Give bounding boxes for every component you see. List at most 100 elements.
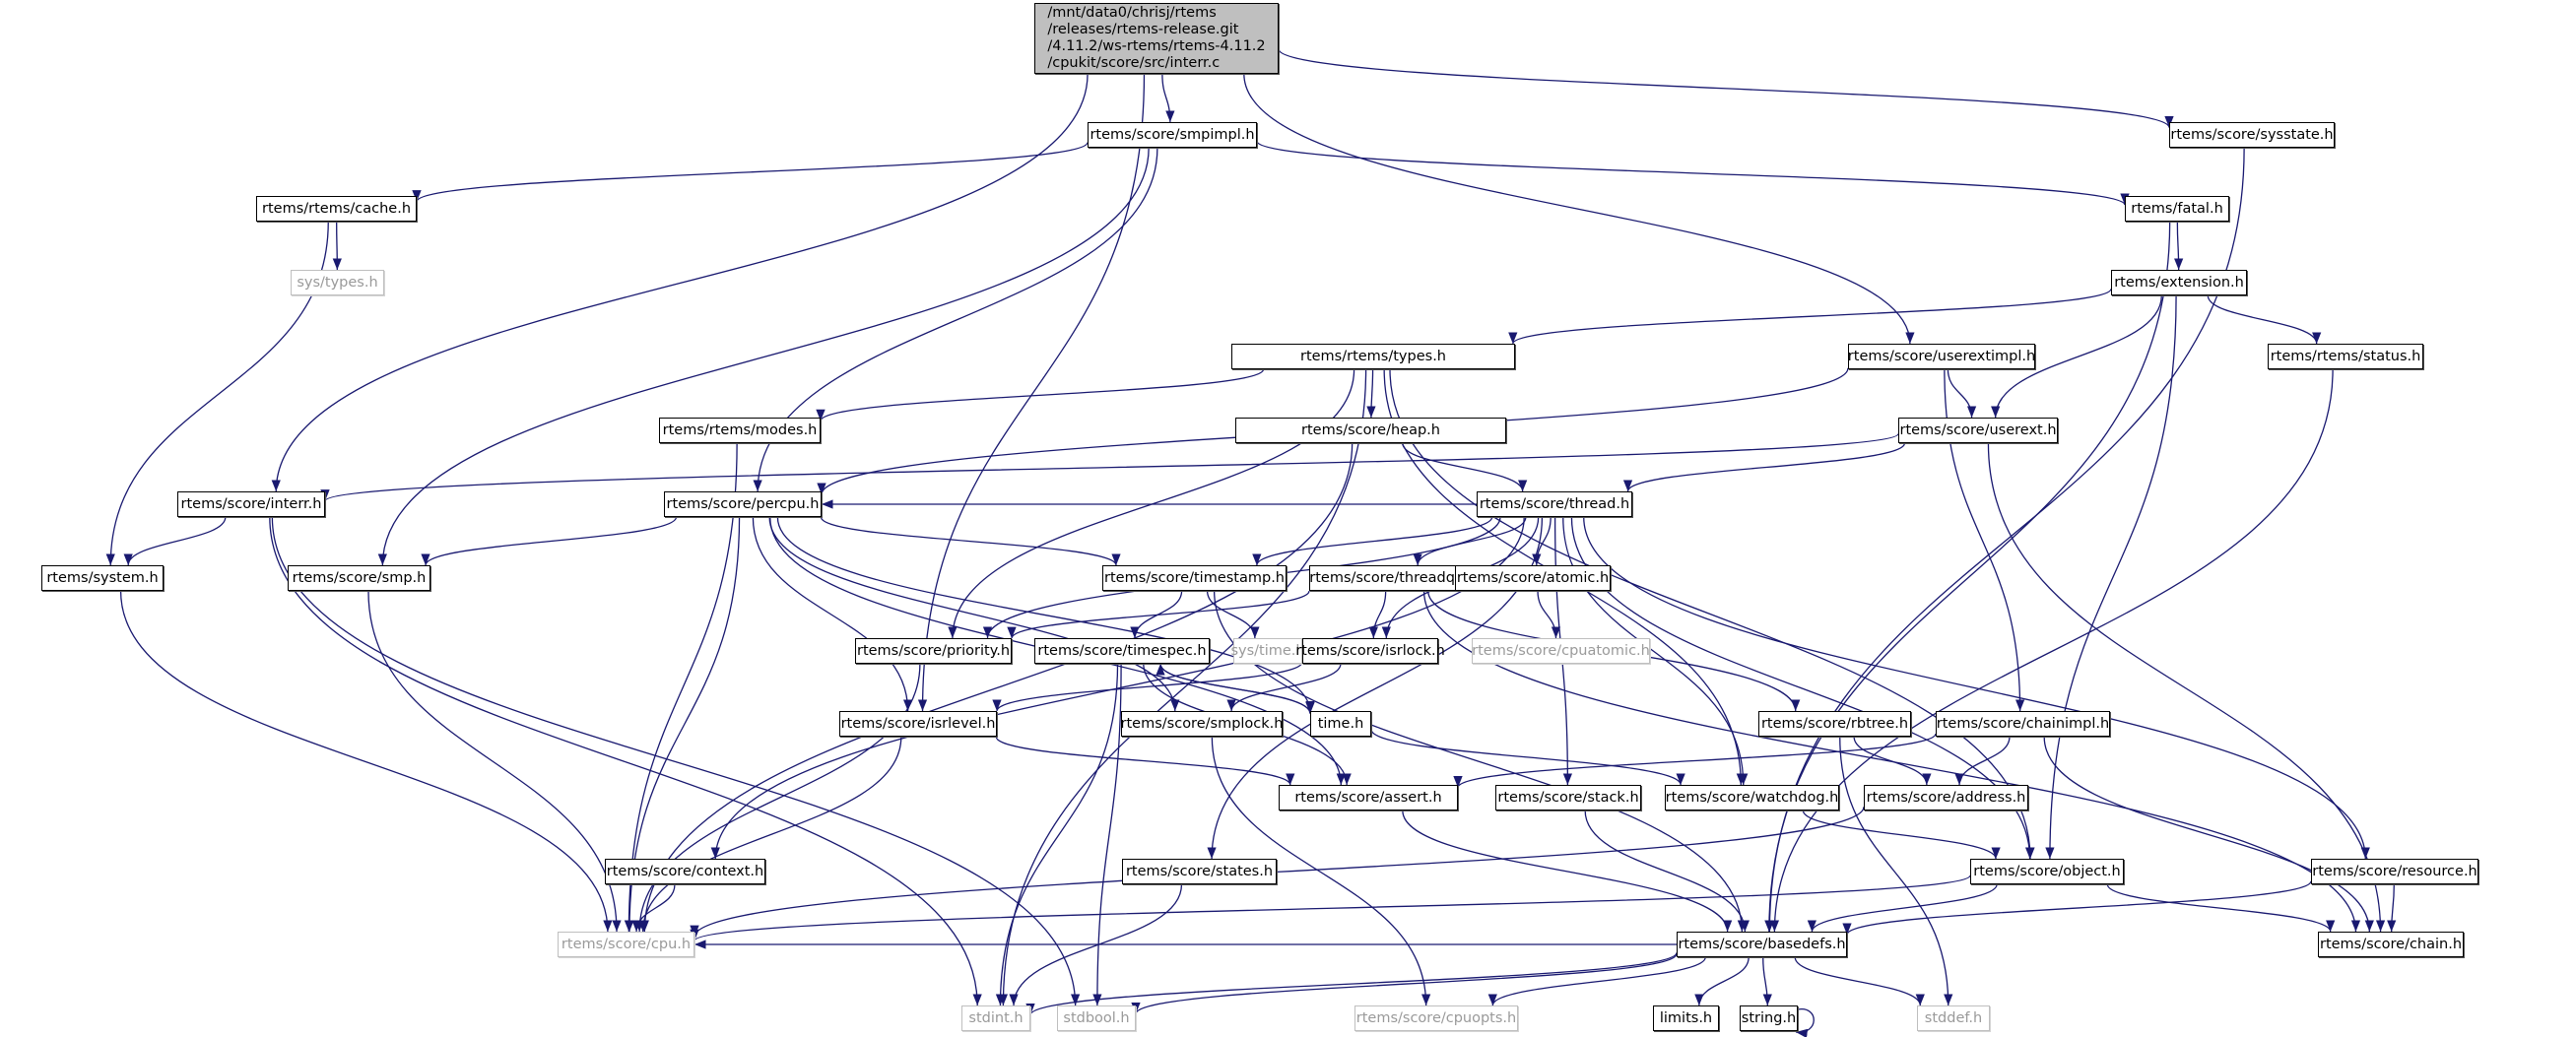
node-rbtree[interactable]: rtems/score/rbtree.h [1758, 711, 1911, 737]
node-cpu: rtems/score/cpu.h [558, 932, 694, 957]
node-smplock[interactable]: rtems/score/smplock.h [1121, 711, 1283, 737]
node-states[interactable]: rtems/score/states.h [1122, 859, 1277, 884]
edge-smp-to-cpu [367, 590, 622, 933]
node-cache[interactable]: rtems/rtems/cache.h [256, 196, 417, 222]
edge-status-to-basedefs [1769, 368, 2334, 933]
node-label: rtems/score/chainimpl.h [1936, 716, 2110, 732]
node-label: rtems/score/sysstate.h [2170, 127, 2334, 143]
edge-assert-to-basedefs [1402, 810, 1733, 933]
node-root[interactable]: /mnt/data0/chrisj/rtems /releases/rtems-… [1034, 3, 1279, 74]
node-status[interactable]: rtems/rtems/status.h [2268, 344, 2423, 369]
node-label: rtems/score/smplock.h [1120, 716, 1284, 732]
edge-percpu-to-smp [421, 516, 678, 566]
edge-interr-to-stdbool [271, 516, 1081, 1006]
node-assert[interactable]: rtems/score/assert.h [1279, 785, 1458, 810]
edge-chainimpl-to-address [1954, 736, 2011, 786]
node-isrlock[interactable]: rtems/score/isrlock.h [1295, 638, 1445, 664]
edge-interr-to-system [123, 516, 227, 566]
node-context[interactable]: rtems/score/context.h [605, 859, 765, 884]
node-string[interactable]: string.h [1740, 1005, 1798, 1031]
node-label: rtems/rtems/types.h [1299, 349, 1446, 364]
edge-timeh-to-timespec [1156, 663, 1311, 714]
edge-extension-to-userext [1991, 294, 2162, 419]
edge-root-to-interr [271, 73, 1089, 492]
node-limits[interactable]: limits.h [1653, 1005, 1719, 1031]
edge-basedefs-to-stdint [1025, 951, 1678, 1016]
edge-userext-to-thread [1622, 442, 1906, 492]
edge-resource-to-basedefs [1842, 880, 2312, 936]
node-label: rtems/score/states.h [1125, 864, 1274, 879]
node-label: stdbool.h [1063, 1010, 1130, 1026]
node-heap[interactable]: rtems/score/heap.h [1235, 418, 1506, 443]
node-extension[interactable]: rtems/extension.h [2111, 270, 2247, 295]
node-label: rtems/score/priority.h [856, 643, 1011, 659]
node-label: rtems/score/isrlevel.h [840, 716, 996, 732]
edge-extension-to-status [2207, 294, 2322, 345]
node-modes[interactable]: rtems/rtems/modes.h [659, 418, 821, 443]
node-label: /mnt/data0/chrisj/rtems /releases/rtems-… [1047, 5, 1266, 71]
edge-basedefs-to-string [1762, 956, 1772, 1006]
node-chainimpl[interactable]: rtems/score/chainimpl.h [1936, 711, 2110, 737]
edge-userext-to-interr [320, 432, 1899, 502]
edge-object-to-basedefs [1807, 883, 1998, 933]
node-percpu[interactable]: rtems/score/percpu.h [664, 491, 822, 517]
edge-types-to-object [1389, 368, 2035, 860]
node-sysstate[interactable]: rtems/score/sysstate.h [2169, 122, 2335, 148]
node-label: string.h [1741, 1010, 1797, 1026]
node-label: rtems/score/userextimpl.h [1847, 349, 2036, 364]
edge-thread-to-threadq [1413, 516, 1527, 566]
node-label: rtems/score/timestamp.h [1104, 570, 1285, 586]
edge-cache-to-systypes [332, 221, 343, 271]
node-label: time.h [1317, 716, 1364, 732]
node-label: rtems/score/smpimpl.h [1090, 127, 1255, 143]
edge-percpu-to-smplock [768, 516, 1180, 712]
node-systime: sys/time.h [1230, 638, 1305, 664]
node-timespec[interactable]: rtems/score/timespec.h [1034, 638, 1210, 664]
node-smpimpl[interactable]: rtems/score/smpimpl.h [1088, 122, 1257, 148]
edge-thread-to-resource [1583, 516, 2370, 860]
node-label: rtems/score/percpu.h [666, 496, 820, 512]
node-stack[interactable]: rtems/score/stack.h [1495, 785, 1641, 810]
node-label: rtems/score/basedefs.h [1678, 937, 1846, 952]
node-resource[interactable]: rtems/score/resource.h [2311, 859, 2478, 884]
edge-fatal-to-extension [2173, 221, 2184, 271]
node-label: rtems/system.h [46, 570, 159, 586]
node-object[interactable]: rtems/score/object.h [1970, 859, 2124, 884]
node-smp[interactable]: rtems/score/smp.h [288, 565, 430, 591]
node-fatal[interactable]: rtems/fatal.h [2125, 196, 2229, 222]
edge-percpu-to-timestamp [820, 516, 1121, 566]
node-label: rtems/fatal.h [2131, 201, 2223, 217]
node-atomic[interactable]: rtems/score/atomic.h [1455, 565, 1611, 591]
node-address[interactable]: rtems/score/address.h [1864, 785, 2028, 810]
edge-address-to-cpu [690, 807, 1865, 938]
edge-percpu-to-timeh [776, 516, 1315, 713]
node-system[interactable]: rtems/system.h [41, 565, 164, 591]
node-isrlevel[interactable]: rtems/score/isrlevel.h [839, 711, 997, 737]
node-priority[interactable]: rtems/score/priority.h [855, 638, 1012, 664]
edge-isrlevel-to-cpu [638, 736, 902, 933]
edge-thread-to-watchdog [1562, 516, 1749, 786]
node-userext[interactable]: rtems/score/userext.h [1898, 418, 2058, 443]
edge-object-to-cpu [690, 875, 1971, 941]
node-label: rtems/score/object.h [1973, 864, 2121, 879]
node-basedefs[interactable]: rtems/score/basedefs.h [1677, 932, 1847, 957]
edge-thread-to-timestamp [1252, 516, 1493, 566]
node-types[interactable]: rtems/rtems/types.h [1231, 344, 1515, 369]
node-watchdog[interactable]: rtems/score/watchdog.h [1665, 785, 1839, 810]
edge-stack-to-basedefs [1584, 810, 1750, 933]
node-interr[interactable]: rtems/score/interr.h [177, 491, 325, 517]
node-label: rtems/rtems/status.h [2270, 349, 2421, 364]
node-thread[interactable]: rtems/score/thread.h [1477, 491, 1632, 517]
node-chain[interactable]: rtems/score/chain.h [2318, 932, 2464, 957]
node-threadq[interactable]: rtems/score/threadq.h [1309, 565, 1469, 591]
node-label: limits.h [1659, 1010, 1713, 1026]
edge-root-to-userextimpl [1243, 73, 1915, 345]
node-timeh[interactable]: time.h [1310, 711, 1371, 737]
edge-context-to-cpu [631, 883, 676, 933]
node-timestamp[interactable]: rtems/score/timestamp.h [1102, 565, 1287, 591]
edge-smpimpl-to-smp [377, 147, 1150, 566]
node-userextimpl[interactable]: rtems/score/userextimpl.h [1848, 344, 2035, 369]
edge-interr-to-stdint [269, 516, 982, 1006]
